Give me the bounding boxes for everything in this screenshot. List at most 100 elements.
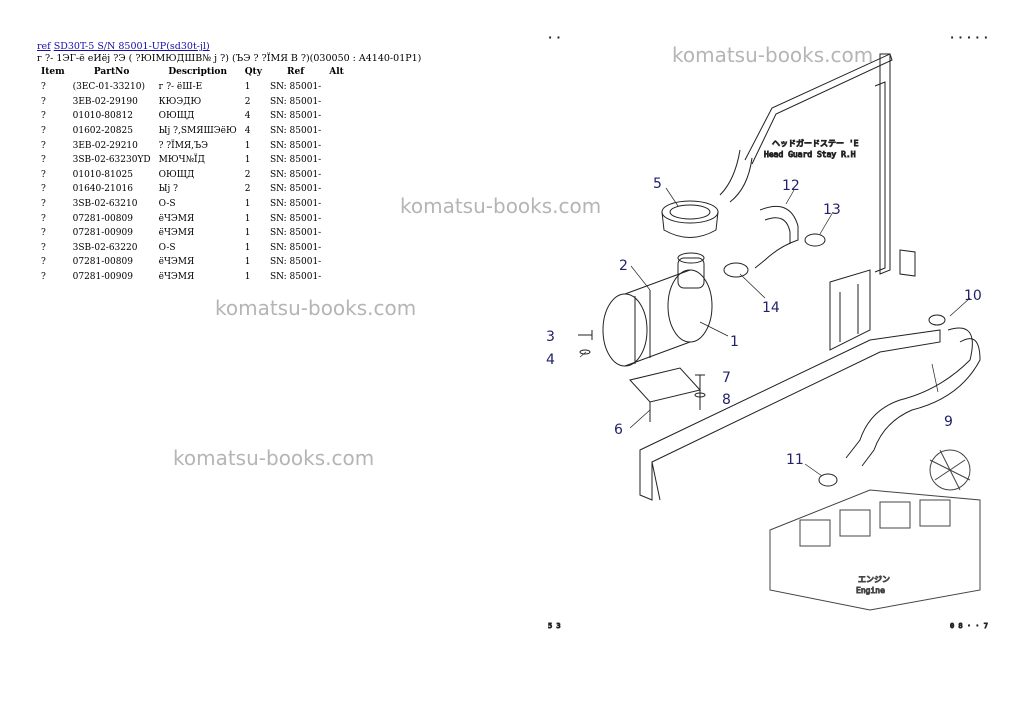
cell-item: ? (41, 257, 46, 268)
cell-description: ёЧЭМЯ (158, 213, 195, 224)
parts-table: Item PartNo Description Qty Ref Alt ?(3E… (37, 66, 348, 284)
cell-partno: 3EB-02-29190 (72, 96, 138, 107)
cell-partno: 07281-00809 (72, 213, 133, 224)
head-guard-en-label: Head Guard Stay R.H (764, 150, 856, 159)
cell-description: г ?- ёШ-Е (158, 82, 203, 93)
parts-diagram: · · · · · · · 5 3 0 8 · · 7 ヘッドガードステー 'E… (546, 34, 988, 631)
cell-ref: SN: 85001- (269, 126, 322, 137)
cell-qty: 1 (244, 242, 251, 253)
cell-item: ? (41, 169, 46, 180)
cell-item: ? (41, 155, 46, 166)
col-alt: Alt (329, 67, 344, 77)
cell-ref: SN: 85001- (269, 199, 322, 210)
hose-clamp (818, 473, 838, 487)
cell-ref: SN: 85001- (269, 155, 322, 166)
corner-mark: · · · · · (950, 34, 988, 42)
cell-alt (325, 153, 348, 168)
cell-alt (325, 95, 348, 110)
cell-qty: 1 (244, 228, 251, 239)
corner-mark: 5 3 (548, 622, 561, 630)
cell-partno: 07281-00909 (72, 228, 133, 239)
cell-alt (325, 270, 348, 285)
callout-12: 12 (782, 178, 800, 194)
callout-11: 11 (786, 452, 804, 468)
callout-9: 9 (944, 414, 953, 430)
cell-description: ёЧЭМЯ (158, 257, 195, 268)
cell-alt (325, 138, 348, 153)
cell-alt (325, 168, 348, 183)
cell-item: ? (41, 126, 46, 137)
callout-3: 3 (546, 329, 555, 345)
cell-ref: SN: 85001- (269, 213, 322, 224)
cell-partno: 3SB-02-63210 (72, 199, 138, 210)
col-qty: Qty (244, 67, 262, 77)
mounting-bracket (629, 367, 701, 422)
cell-qty: 1 (244, 199, 251, 210)
bolts (578, 330, 706, 398)
cell-qty: 4 (244, 126, 251, 137)
page-subtitle: г ?- 1ЭГ-ё еИёj ?Э ( ?ЮIМЮДШВ№ j ?) (ЪЭ … (37, 53, 422, 64)
precleaner-cap (661, 200, 719, 238)
watermark: komatsu-books.com (215, 296, 417, 320)
cell-item: ? (41, 228, 46, 239)
cell-qty: 1 (244, 155, 251, 166)
head-guard-stay: ヘッドガードステー 'E Head Guard Stay R.H (719, 53, 893, 275)
cell-partno: 3EB-02-29210 (72, 140, 138, 151)
callout-7: 7 (722, 370, 731, 386)
cell-qty: 2 (244, 184, 251, 195)
cell-qty: 2 (244, 96, 251, 107)
watermark: komatsu-books.com (672, 43, 874, 67)
cell-description: O-S (158, 242, 176, 253)
cell-ref: SN: 85001- (269, 111, 322, 122)
corner-mark: · · (548, 34, 561, 42)
callout-2: 2 (619, 258, 628, 274)
cell-description: ёЧЭМЯ (158, 272, 195, 283)
cell-partno: 01010-80812 (72, 111, 133, 122)
cell-description: ОЮЩД (158, 111, 195, 122)
engine-jp-label: エンジン (858, 575, 890, 584)
cell-qty: 1 (244, 140, 251, 151)
cell-partno: 3SB-02-63230YD (72, 155, 151, 166)
cell-ref: SN: 85001- (269, 140, 322, 151)
cell-description: ОЮЩД (158, 169, 195, 180)
cell-alt (325, 109, 348, 124)
cell-alt (325, 197, 348, 212)
cell-qty: 1 (244, 82, 251, 93)
ref-link[interactable]: ref (37, 41, 51, 52)
cell-alt (325, 182, 348, 197)
col-item: Item (41, 67, 65, 77)
engine: エンジン Engine (769, 449, 981, 611)
table-row: ? 07281-00809 ёЧЭМЯ 1 SN: 85001- (37, 255, 348, 270)
model-link[interactable]: SD30T-5 S/N 85001-UP(sd30t-jl) (53, 41, 210, 52)
cell-ref: SN: 85001- (269, 82, 322, 93)
corner-mark: 0 8 · · 7 (950, 622, 988, 630)
rubber-hose (845, 314, 981, 467)
col-ref: Ref (287, 67, 305, 77)
breadcrumb: ref SD30T-5 S/N 85001-UP(sd30t-jl) (37, 40, 210, 53)
cell-ref: SN: 85001- (269, 96, 322, 107)
callout-6: 6 (614, 422, 623, 438)
cell-ref: SN: 85001- (269, 257, 322, 268)
cell-description: Ыj ? (158, 184, 178, 195)
cell-item: ? (41, 111, 46, 122)
cell-partno: 07281-00809 (72, 257, 133, 268)
cell-item: ? (41, 140, 46, 151)
cell-alt (325, 211, 348, 226)
cell-item: ? (41, 199, 46, 210)
cell-qty: 4 (244, 111, 251, 122)
callout-10: 10 (964, 288, 982, 304)
cell-qty: 1 (244, 257, 251, 268)
cell-item: ? (41, 242, 46, 253)
callouts: 1 2 3 4 5 6 7 8 9 10 11 12 13 14 (546, 176, 982, 468)
head-guard-jp-label: ヘッドガードステー 'E (772, 138, 859, 148)
col-description: Description (168, 67, 227, 77)
cell-description: Ыj ?,SМЯШЭёЮ (158, 126, 237, 137)
cell-alt (325, 226, 348, 241)
cell-alt (325, 80, 348, 95)
cell-partno: 01010-81025 (72, 169, 133, 180)
